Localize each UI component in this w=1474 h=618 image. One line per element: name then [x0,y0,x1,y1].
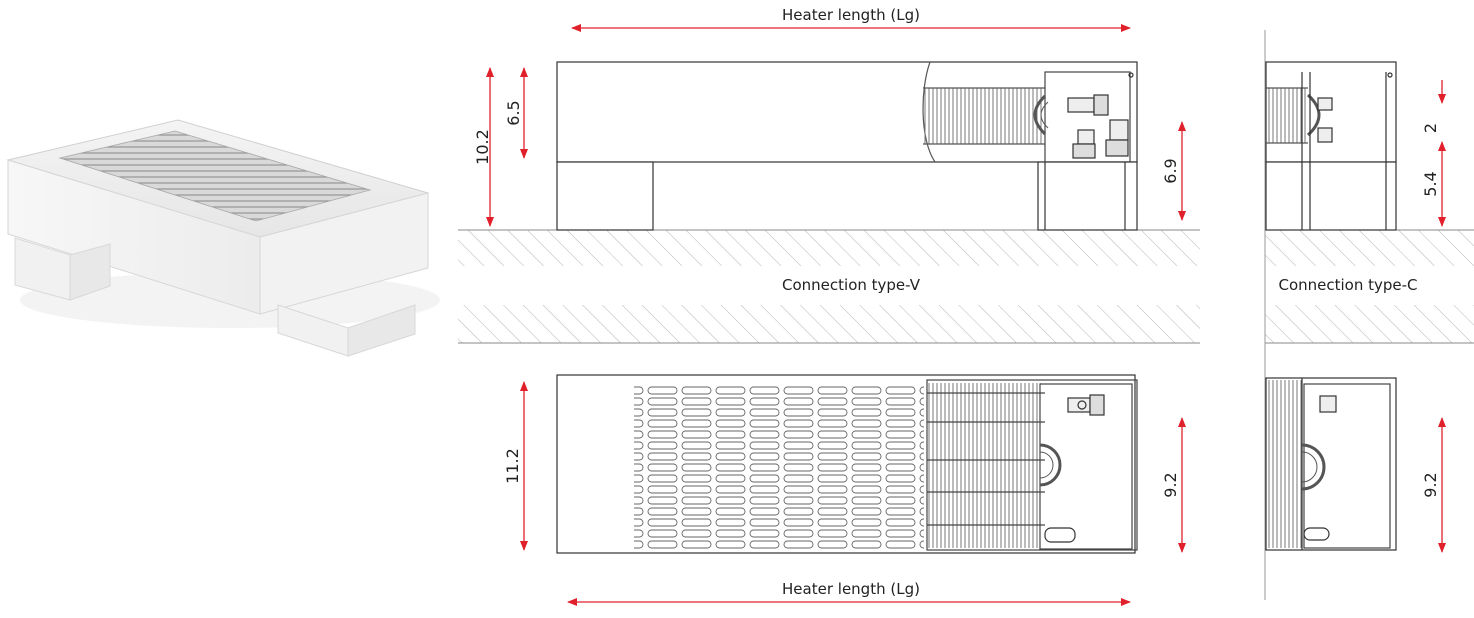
dim-label-6-5: 6.5 [504,100,523,125]
dim-label-10-2: 10.2 [473,129,492,165]
heater-length-label-bottom: Heater length (Lg) [782,580,920,598]
floor-hatch-c-upper [1265,229,1474,266]
top-view-v [556,374,1138,554]
dim-label-2: 2 [1421,123,1440,133]
dim-label-9-2-c: 9.2 [1421,472,1440,497]
floor-hatch-v-upper [458,229,1200,266]
heater-length-label-top: Heater length (Lg) [782,6,920,24]
connection-type-v-label: Connection type-V [782,276,921,294]
side-view-v [556,61,1138,231]
dimension-arrows [486,24,1446,606]
floor-hatch-v-lower [458,305,1200,344]
dim-label-5-4: 5.4 [1421,171,1440,196]
dim-label-11-2: 11.2 [503,448,522,484]
connection-type-c-label: Connection type-C [1278,276,1417,294]
product-render [6,119,440,357]
side-view-c [1265,61,1397,231]
floor-hatch-c-lower [1265,305,1474,344]
top-view-c [1265,377,1397,551]
dim-label-6-9: 6.9 [1161,158,1180,183]
dim-label-9-2-v: 9.2 [1161,472,1180,497]
